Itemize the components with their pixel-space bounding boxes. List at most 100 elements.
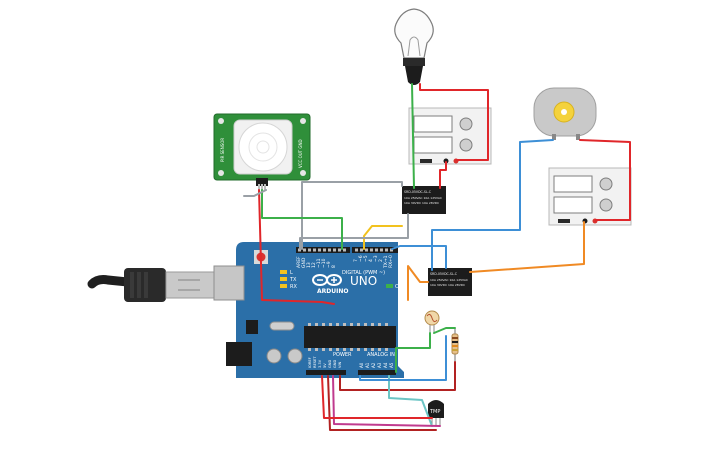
analog-header-label: ANALOG IN: [367, 352, 395, 358]
analog-pin-labels: A0 A1 A2 A3 A4 A5: [359, 362, 394, 368]
resistor-band: [452, 337, 458, 339]
led-tx: [280, 277, 287, 281]
wire-resistor-ldr-green[interactable]: [433, 327, 456, 334]
usb-plug-grip: [137, 272, 141, 298]
wire-psu2-relay2-orange[interactable]: [469, 221, 585, 273]
bulb-base: [405, 66, 423, 85]
pin-label-aref: AREF: [296, 256, 302, 268]
wire-relay2-gnd-orange[interactable]: [407, 265, 429, 301]
arduino-uno-board[interactable]: AREF GND 13 12 ~11 ~10 ~9 8 7 ~6 ~5 4 ~3…: [213, 242, 404, 378]
pir-pin-gnd[interactable]: [264, 184, 266, 190]
pin-label-tx: TX→1: [383, 255, 389, 269]
led-rx-label: RX: [290, 284, 297, 290]
motor-terminal-right[interactable]: [576, 134, 580, 140]
chip-legs: [308, 323, 388, 351]
power-pin-labels: IOREF RESET 3.3V 5V GND GND VIN: [308, 356, 342, 368]
board-model-label: UNO: [350, 274, 377, 288]
pir-mount-hole: [300, 118, 306, 124]
light-bulb[interactable]: [394, 8, 434, 85]
led-rx: [280, 284, 287, 288]
photoresistor-trace: [426, 313, 438, 323]
psu1-power-switch[interactable]: [420, 159, 432, 163]
power-pin-label: GND: [333, 360, 337, 368]
pir-pin-out[interactable]: [261, 184, 263, 190]
wire-motor-psu2-red[interactable]: [579, 139, 631, 221]
tmp-sensor-label: TMP: [429, 409, 440, 415]
relay-1[interactable]: SRD-05VDC-SL-C 10A 250VAC 10A 125VAC 10A…: [402, 186, 446, 214]
psu1-display-bottom: [413, 136, 453, 154]
pir-pin-header: [256, 178, 268, 186]
wire-motor-relay2-blue[interactable]: [431, 139, 554, 271]
relay2-line3: 10A 30VDC 10A 28VDC: [430, 283, 465, 287]
analog-pin-label: A2: [371, 362, 376, 368]
wire-tmp-power-magenta[interactable]: [332, 375, 441, 427]
relay2-body: [428, 268, 472, 296]
led-on: [386, 284, 393, 288]
wire-resistor-gnd-darkred[interactable]: [339, 361, 456, 391]
wire-gnd-relay1-gray[interactable]: [299, 213, 409, 250]
power-pin-label: IOREF: [308, 357, 312, 368]
wire-bulb-psu1-red[interactable]: [419, 83, 489, 161]
capacitor-2: [287, 348, 303, 364]
power-jack: [226, 342, 252, 366]
usb-cable[interactable]: [87, 268, 217, 302]
pin-label-4: 4: [368, 259, 374, 262]
pir-pin-vcc[interactable]: [258, 184, 260, 190]
wire-relay1-gnd-gray[interactable]: [301, 181, 403, 250]
wire-relay1-pin-yellow[interactable]: [363, 225, 403, 250]
power-pin-label: 3.3V: [318, 359, 322, 368]
pin-label-2: 2: [378, 259, 384, 262]
power-pin-label: 5V: [323, 363, 327, 368]
pin-label-10: ~10: [321, 258, 327, 268]
wire-pir-vcc-red[interactable]: [258, 189, 335, 305]
wire-ldr-analog-green[interactable]: [395, 332, 431, 373]
psu2-power-switch[interactable]: [558, 219, 570, 223]
psu2-display-top: [553, 175, 593, 193]
wire-tmp-analog-teal[interactable]: [388, 375, 433, 427]
psu1-display-top: [413, 115, 453, 133]
wire-analog-blue[interactable]: [359, 335, 447, 381]
relay1-line2: 10A 250VAC 10A 125VAC: [404, 196, 442, 200]
power-supply-1[interactable]: [408, 107, 492, 165]
wire-bulb-relay1-green[interactable]: [411, 83, 415, 189]
wire-psu1-relay1-red[interactable]: [439, 161, 447, 189]
pin-label-11: ~11: [316, 258, 322, 268]
psu1-knob-bottom[interactable]: [459, 138, 473, 152]
power-supply-2[interactable]: [548, 167, 632, 226]
wire-tmp-5v-red[interactable]: [321, 375, 433, 419]
wire-tmp-gnd-darkred[interactable]: [327, 375, 437, 431]
temperature-sensor[interactable]: TMP: [428, 400, 444, 426]
usb-jack: [213, 265, 245, 301]
relay-2[interactable]: SRD-05VDC-SL-C 10A 250VAC 10A 125VAC 10A…: [428, 268, 472, 296]
pin-label-gnd: GND: [301, 257, 307, 268]
usb-plug-grip: [130, 272, 134, 298]
relay1-body: [402, 186, 446, 214]
pin-label-3: ~3: [373, 255, 379, 262]
atmega-chip: [304, 326, 396, 348]
led-on-label: ON: [395, 284, 403, 290]
wire-pir-gnd-gray[interactable]: [243, 189, 267, 197]
relay1-line3: 10A 30VDC 10A 28VDC: [404, 201, 439, 205]
tmp-sensor-body: [428, 400, 444, 418]
wire-pir-out-green[interactable]: [261, 189, 343, 250]
motor-terminal-left[interactable]: [552, 134, 556, 140]
voltage-regulator: [246, 320, 258, 334]
pir-fresnel-ring: [256, 140, 270, 154]
bulb-glass: [394, 8, 434, 59]
relay2-line2: 10A 250VAC 10A 125VAC: [430, 278, 468, 282]
dc-motor[interactable]: [533, 87, 597, 140]
resistor[interactable]: [451, 328, 459, 362]
psu1-knob-top[interactable]: [459, 117, 473, 131]
usb-plug-grip: [144, 272, 148, 298]
psu2-display-bottom: [553, 196, 593, 214]
pir-motion-sensor[interactable]: PIR SENSOR VCC OUT GND: [213, 113, 311, 190]
photoresistor[interactable]: [424, 310, 440, 333]
psu2-knob-top[interactable]: [599, 177, 613, 191]
usb-symbol-icon: [178, 279, 200, 291]
pin-label-9: ~9: [326, 261, 332, 268]
wire-relay2-pin-blue[interactable]: [391, 245, 447, 269]
psu2-knob-bottom[interactable]: [599, 198, 613, 212]
led-l-label: L: [290, 270, 293, 276]
pir-mount-hole: [300, 170, 306, 176]
